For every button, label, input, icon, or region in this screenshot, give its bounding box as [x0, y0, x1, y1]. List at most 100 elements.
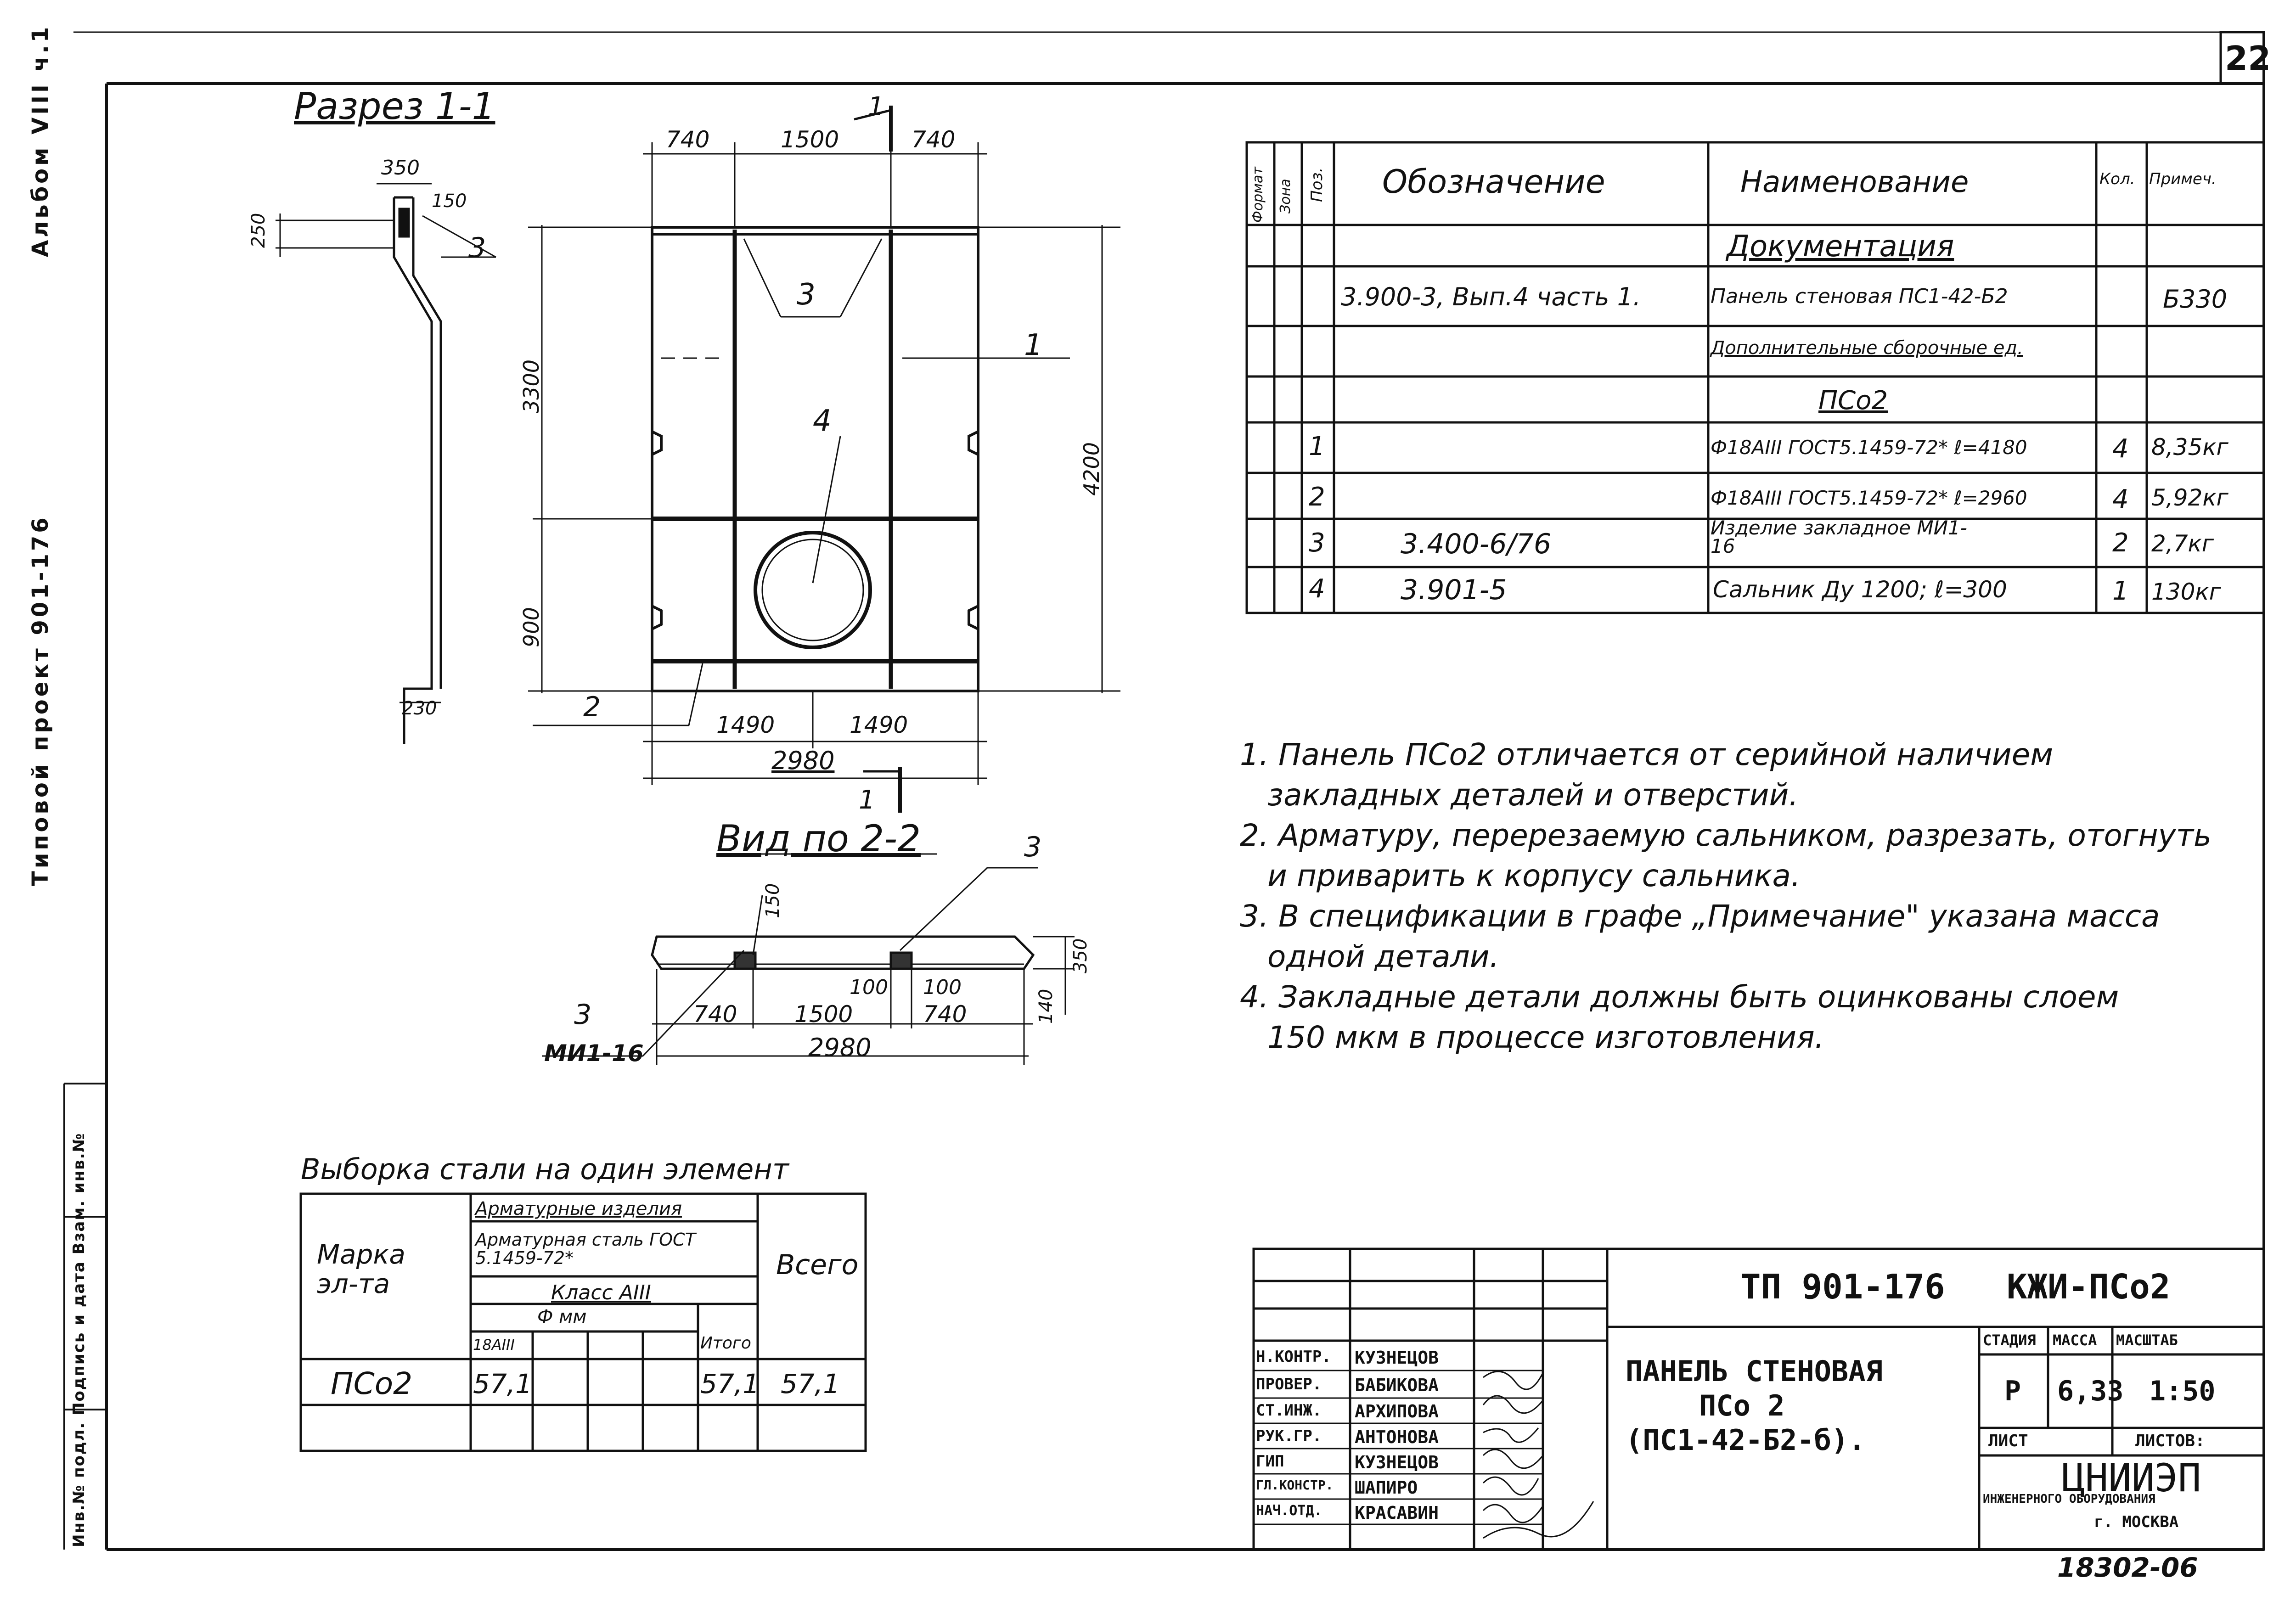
title-scale: 1:50: [2149, 1375, 2216, 1407]
steel-row-total: 57,1: [781, 1368, 840, 1399]
steel-table-lines: [299, 1192, 867, 1452]
front-callout-3: 3: [797, 278, 816, 312]
note-4-line-2: 150 мкм в процессе изготовления.: [1267, 1020, 1824, 1055]
front-dim-top-left: 740: [666, 126, 710, 153]
view-2-2-title: Вид по 2-2: [716, 817, 921, 860]
spec-row-6-qty: 2: [2112, 528, 2129, 558]
staff-name-1: БАБИКОВА: [1355, 1375, 1439, 1395]
spec-row-4-qty: 4: [2112, 434, 2129, 464]
title-sheets-h: ЛИСТОВ:: [2135, 1432, 2205, 1450]
view-2-2-callout-3-left: 3: [574, 999, 592, 1031]
spec-row-1-note: Б330: [2163, 285, 2228, 314]
spec-row-1-designation: 3.900-3, Вып.4 часть 1.: [1341, 282, 1641, 311]
spec-row-5-pos: 2: [1309, 482, 1325, 512]
spec-table-lines: [1245, 141, 2265, 614]
side-inv-label: Инв.№ подл. Подпись и дата Взам. инв.№: [70, 1132, 88, 1547]
front-callout-4: 4: [813, 404, 832, 438]
spec-header-pos: Поз.: [1308, 167, 1326, 202]
staff-role-1: ПРОВЕР.: [1256, 1375, 1322, 1393]
staff-name-0: КУЗНЕЦОВ: [1355, 1348, 1439, 1368]
signatures: [1482, 1371, 1594, 1539]
spec-row-4-pos: 1: [1309, 432, 1325, 461]
section-1-1-drawing: [276, 183, 496, 744]
staff-name-5: ШАПИРО: [1355, 1477, 1418, 1498]
title-doc-no: 18302-06: [2057, 1552, 2198, 1583]
view-2-2-dim-100a: 100: [850, 976, 888, 999]
spec-header-format: Формат: [1250, 167, 1266, 223]
staff-role-2: СТ.ИНЖ.: [1256, 1401, 1322, 1420]
spec-row-7-name: Сальник Ду 1200; ℓ=300: [1713, 576, 2007, 603]
title-block-lines: [1252, 1247, 2265, 1551]
front-dim-900: 900: [519, 607, 544, 647]
front-cut-mark-top: 1: [868, 92, 884, 122]
section-dim-150: 150: [432, 191, 467, 212]
steel-h-d18: 18АIII: [473, 1336, 515, 1354]
spec-row-5-note: 5,92кг: [2151, 484, 2228, 511]
steel-h-subtotal: Итого: [700, 1334, 751, 1353]
view-2-2-dim-150: 150: [762, 883, 783, 918]
steel-h-class: Класс АIII: [551, 1281, 651, 1304]
steel-table-title: Выборка стали на один элемент: [301, 1152, 789, 1186]
spec-row-4-name: Ф18АIII ГОСТ5.1459-72* ℓ=4180: [1711, 436, 2027, 459]
front-dim-top-right: 740: [912, 126, 956, 153]
sheet-number: 22: [2225, 39, 2271, 78]
note-1-line-2: закладных деталей и отверстий.: [1267, 777, 1799, 813]
section-callout-3: 3: [468, 232, 486, 264]
front-cut-mark-bottom: 1: [859, 785, 875, 815]
note-3-line-1: 3. В спецификации в графе „Примечание" у…: [1240, 899, 2160, 934]
section-1-1-title: Разрез 1-1: [294, 85, 495, 128]
staff-role-3: РУК.ГР.: [1256, 1427, 1322, 1445]
section-dim-230: 230: [402, 698, 437, 719]
spec-row-1-name: Панель стеновая ПС1-42-Б2: [1711, 285, 2008, 308]
side-project-label: Типовой проект 901-176: [28, 515, 53, 886]
staff-role-5: ГЛ.КОНСТР.: [1256, 1477, 1334, 1493]
spec-row-7-pos: 4: [1309, 574, 1325, 604]
title-stage: Р: [2004, 1375, 2021, 1407]
view-2-2-dim-1500: 1500: [794, 1001, 853, 1028]
note-3-line-2: одной детали.: [1267, 939, 1499, 974]
staff-name-4: КУЗНЕЦОВ: [1355, 1452, 1439, 1472]
staff-name-6: КРАСАВИН: [1355, 1503, 1439, 1523]
spec-row-7-note: 130кг: [2151, 579, 2221, 605]
steel-h-dia: Ф мм: [537, 1306, 587, 1327]
view-2-2-dim-100b: 100: [923, 976, 962, 999]
note-2-line-1: 2. Арматуру, перерезаемую сальником, раз…: [1240, 818, 2212, 853]
title-name-l1: ПАНЕЛЬ СТЕНОВАЯ: [1626, 1354, 1883, 1388]
title-city: г. МОСКВА: [2094, 1513, 2179, 1531]
staff-role-0: Н.КОНТР.: [1256, 1348, 1331, 1366]
spec-row-3-name: ПСо2: [1818, 386, 1888, 416]
spec-row-6-note: 2,7кг: [2151, 530, 2214, 557]
note-1-line-1: 1. Панель ПСо2 отличается от серийной на…: [1240, 737, 2054, 772]
spec-header-zone: Зона: [1277, 179, 1294, 213]
view-2-2-drawing: [542, 853, 1075, 1065]
notes-block: 1. Панель ПСо2 отличается от серийной на…: [1240, 735, 2212, 1058]
spec-row-2-name: Дополнительные сборочные ед.: [1711, 337, 2023, 359]
title-mass-h: МАССА: [2053, 1331, 2097, 1349]
title-org: ЦНИИЭП: [2062, 1455, 2201, 1500]
front-dim-total: 2980: [771, 746, 835, 775]
spec-row-0-name: Документация: [1727, 230, 1954, 264]
view-2-2-dim-740-right: 740: [923, 1001, 967, 1028]
front-dim-3300: 3300: [519, 359, 544, 413]
staff-role-6: НАЧ.ОТД.: [1256, 1503, 1322, 1519]
spec-row-5-qty: 4: [2112, 484, 2129, 514]
view-2-2-dim-740-left: 740: [693, 1001, 737, 1028]
side-album-label: Альбом VIII ч.1: [28, 24, 53, 257]
front-dim-bottom-left: 1490: [716, 712, 775, 738]
title-scale-h: МАСШТАБ: [2116, 1331, 2178, 1349]
front-dim-bottom-right: 1490: [850, 712, 908, 738]
note-2-line-2: и приварить к корпусу сальника.: [1267, 858, 1801, 893]
spec-row-6-name: Изделие закладное МИ1-16: [1711, 517, 1967, 557]
steel-row-mark: ПСо2: [331, 1366, 413, 1401]
view-2-2-callout-3-right: 3: [1024, 831, 1042, 863]
view-2-2-dim-140: 140: [1035, 989, 1057, 1024]
spec-row-7-qty: 1: [2112, 576, 2129, 606]
spec-row-4-note: 8,35кг: [2151, 434, 2228, 461]
steel-h-total: Всего: [776, 1249, 859, 1281]
section-dim-350: 350: [381, 156, 420, 180]
spec-row-6-pos: 3: [1309, 528, 1325, 558]
spec-header-qty: Кол.: [2099, 170, 2135, 188]
steel-h-mark: Марка эл-та: [317, 1239, 405, 1299]
spec-header-name: Наименование: [1740, 165, 1969, 199]
